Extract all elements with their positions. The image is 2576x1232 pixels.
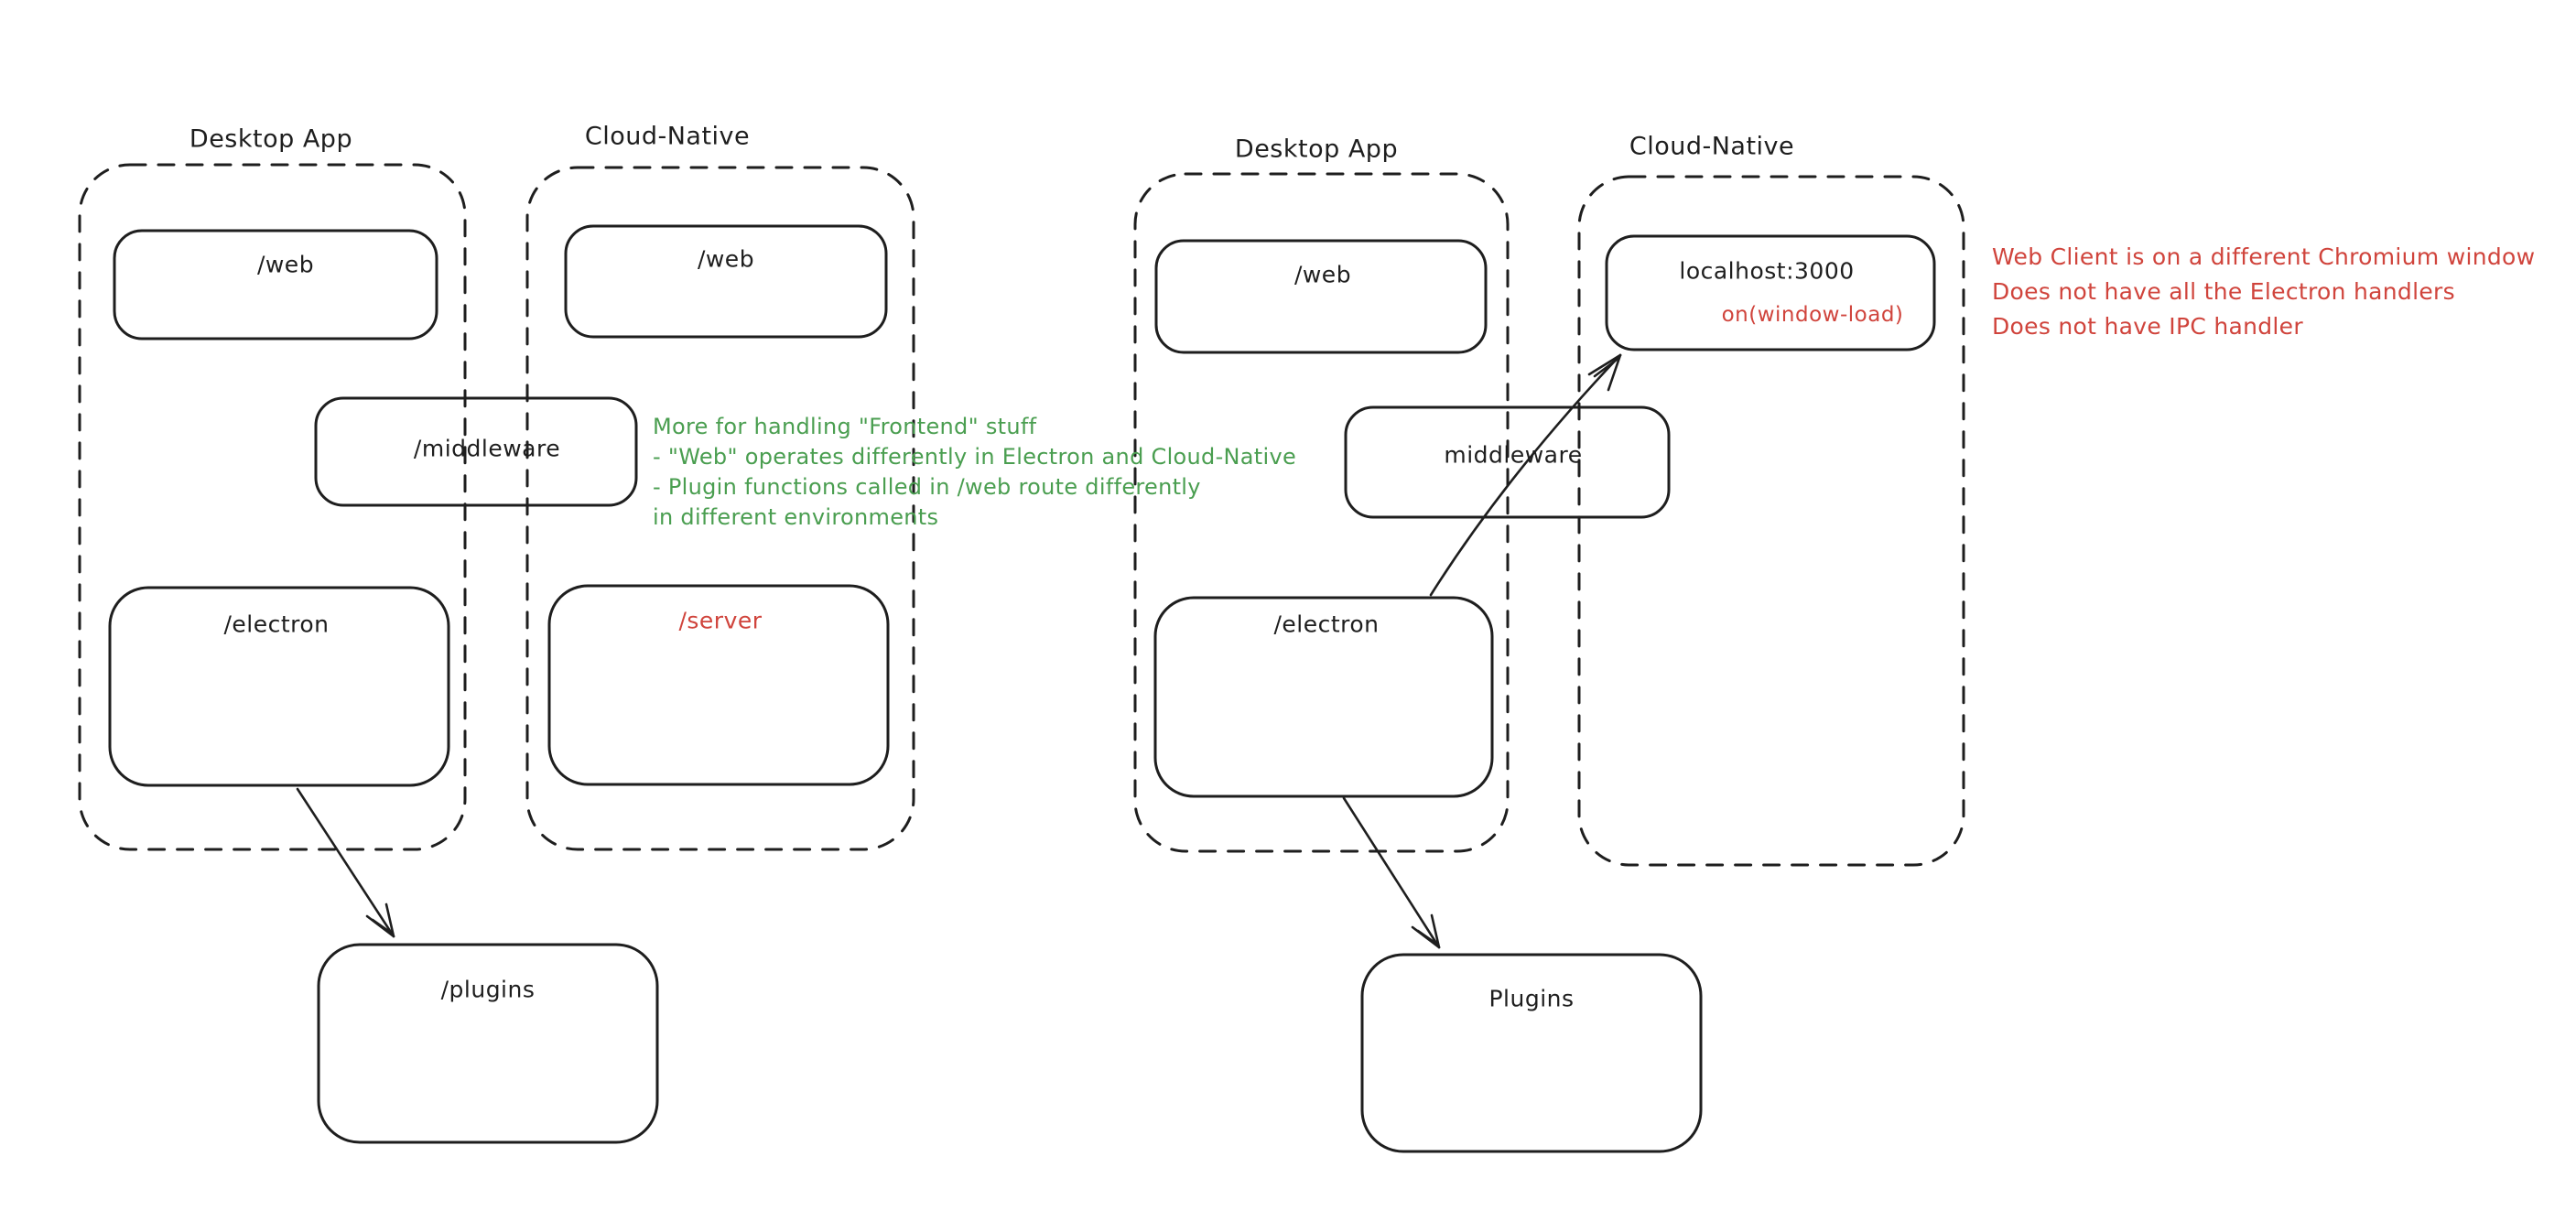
arrow-electron-to-localhost bbox=[1429, 353, 1622, 597]
right-plugins-box bbox=[1360, 953, 1703, 1153]
right-electron-box bbox=[1153, 596, 1494, 798]
red-annotation-line-1: Web Client is on a different Chromium wi… bbox=[1992, 243, 2536, 270]
right-localhost-label: localhost:3000 bbox=[1679, 257, 1855, 285]
green-annotation-line-1: More for handling "Frontend" stuff bbox=[653, 414, 1037, 439]
right-middleware-label: middleware bbox=[1444, 441, 1583, 469]
left-middleware-box bbox=[314, 396, 638, 507]
left-server-box bbox=[547, 584, 890, 786]
left-middleware-label: /middleware bbox=[413, 435, 561, 462]
right-desktop-app-container bbox=[1133, 172, 1510, 853]
left-desktop-app-container bbox=[78, 163, 467, 851]
red-annotation-line-2: Does not have all the Electron handlers bbox=[1992, 278, 2455, 305]
right-middleware-box bbox=[1344, 405, 1671, 519]
right-plugins-label: Plugins bbox=[1488, 985, 1575, 1012]
right-cloud-native-label: Cloud-Native bbox=[1629, 132, 1795, 161]
right-localhost-box bbox=[1605, 234, 1936, 351]
green-annotation: More for handling "Frontend" stuff - "We… bbox=[653, 412, 1296, 533]
left-web-desktop-box bbox=[113, 229, 438, 340]
left-server-label: /server bbox=[678, 607, 763, 634]
arrow-electron-to-plugins-left bbox=[296, 787, 395, 938]
right-cloud-native-container bbox=[1577, 175, 1965, 867]
right-web-box bbox=[1154, 239, 1488, 354]
left-cloud-native-container bbox=[525, 166, 915, 851]
left-electron-box bbox=[108, 586, 450, 787]
red-annotation: Web Client is on a different Chromium wi… bbox=[1992, 240, 2535, 344]
green-annotation-line-4: in different environments bbox=[653, 504, 939, 530]
left-web-cloud-label: /web bbox=[697, 245, 755, 273]
right-electron-label: /electron bbox=[1273, 611, 1380, 638]
left-desktop-app-label: Desktop App bbox=[189, 124, 353, 154]
red-annotation-line-3: Does not have IPC handler bbox=[1992, 313, 2303, 340]
green-annotation-line-3: - Plugin functions called in /web route … bbox=[653, 474, 1201, 500]
right-web-label: /web bbox=[1293, 261, 1352, 288]
left-web-desktop-label: /web bbox=[256, 251, 315, 278]
right-desktop-app-label: Desktop App bbox=[1234, 135, 1399, 164]
arrow-electron-to-plugins-right bbox=[1342, 796, 1441, 949]
left-electron-label: /electron bbox=[223, 611, 330, 638]
left-plugins-label: /plugins bbox=[440, 976, 536, 1003]
left-web-cloud-box bbox=[564, 224, 888, 339]
green-annotation-line-2: - "Web" operates differently in Electron… bbox=[653, 444, 1297, 470]
left-cloud-native-label: Cloud-Native bbox=[584, 122, 751, 151]
left-plugins-box bbox=[317, 943, 659, 1144]
right-on-window-load-label: on(window-load) bbox=[1721, 303, 1904, 327]
